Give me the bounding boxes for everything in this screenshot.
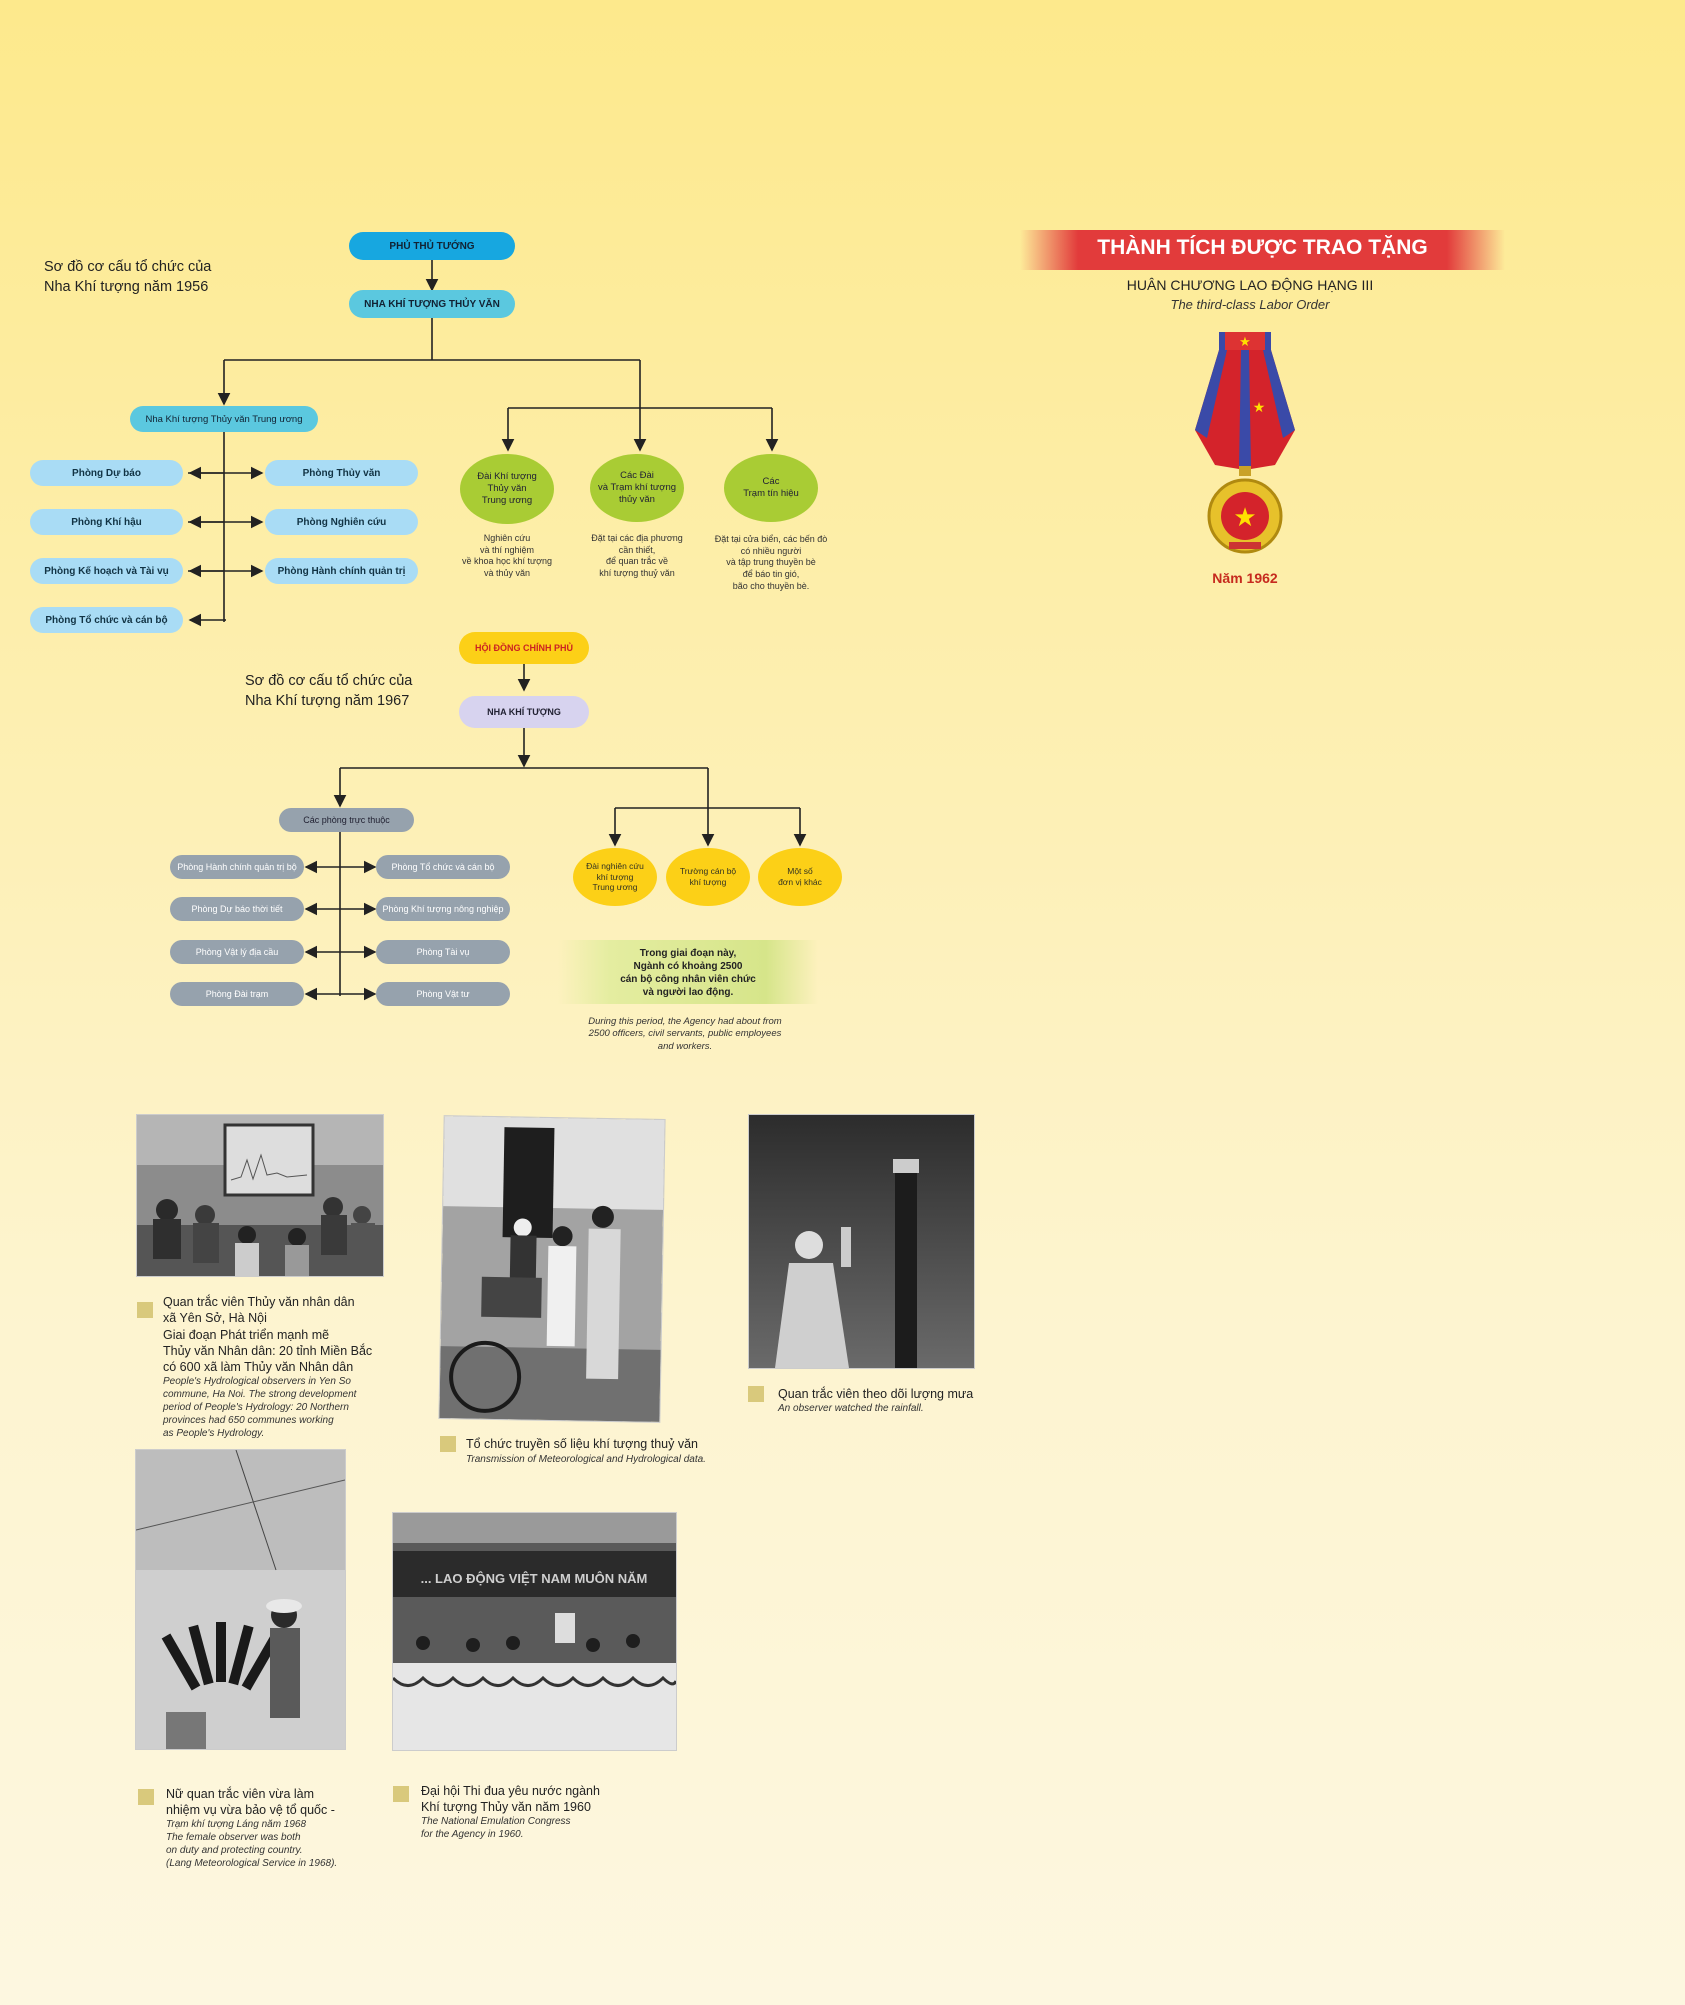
photo-female-observer [136, 1450, 345, 1749]
photo-data-transmission [439, 1116, 665, 1422]
note-background [558, 940, 818, 1004]
office-1967-left-1: Phòng Dự báo thời tiết [170, 897, 304, 921]
unit-1956-0: Đài Khí tượng Thủy văn Trung ương [460, 454, 554, 524]
svg-text:★: ★ [1239, 335, 1251, 350]
caption-marker [137, 1302, 153, 1318]
photo-1-caption-en: People's Hydrological observers in Yen S… [163, 1376, 357, 1439]
office-1956-left-3: Phòng Tổ chức và cán bộ [30, 607, 183, 633]
node-nha-khi-tuong-thuy-van: NHA KHÍ TƯỢNG THỦY VĂN [349, 290, 515, 318]
unit-1956-0-desc: Nghiên cứu và thí nghiệm về khoa học khí… [462, 533, 552, 579]
svg-text:★: ★ [1253, 400, 1266, 416]
office-1967-left-3: Phòng Đài trạm [170, 982, 304, 1006]
office-1967-left-2: Phòng Vật lý địa cầu [170, 940, 304, 964]
unit-1956-1: Các Đài và Trạm khí tượng thủy văn [590, 454, 684, 522]
office-1967-right-2: Phòng Tài vụ [376, 940, 510, 964]
node-central: Nha Khí tượng Thủy văn Trung ương [130, 406, 318, 432]
award-banner [1020, 230, 1505, 270]
chart-1967-title: Sơ đồ cơ cấu tổ chức của Nha Khí tượng n… [245, 673, 413, 709]
medal-icon: ★ ★ ★ [1195, 332, 1295, 554]
node-nha-khi-tuong: NHA KHÍ TƯỢNG [459, 696, 589, 728]
caption-marker [748, 1386, 764, 1402]
caption-marker [393, 1786, 409, 1802]
office-1967-right-1: Phòng Khí tượng nông nghiệp [376, 897, 510, 921]
office-1956-right-2: Phòng Hành chính quản trị [265, 558, 418, 584]
photo-emulation-congress: ... LAO ĐỘNG VIỆT NAM MUÔN NĂM [393, 1513, 676, 1750]
unit-1956-2: Các Trạm tín hiệu [724, 454, 818, 522]
photo-4-caption-en: Trạm khí tượng Láng năm 1968 The female … [166, 1819, 338, 1869]
node-cac-phong-truc-thuoc: Các phòng trực thuộc [279, 808, 414, 832]
caption-marker [138, 1789, 154, 1805]
office-1956-right-0: Phòng Thủy văn [265, 460, 418, 486]
node-phu-thu-tuong: PHỦ THỦ TƯỚNG [349, 232, 515, 260]
photo-3-caption-vi: Quan trắc viên theo dõi lượng mưa [778, 1387, 974, 1401]
svg-text:★: ★ [1233, 503, 1256, 533]
photo-4-caption-vi: Nữ quan trắc viên vừa làm nhiệm vụ vừa b… [166, 1787, 335, 1818]
unit-1956-2-desc: Đặt tại cửa biển, các bến đò có nhiều ng… [714, 534, 828, 591]
office-1967-left-0: Phòng Hành chính quản trị bộ [170, 855, 304, 879]
photo-5-caption-vi: Đại hội Thi đua yêu nước ngành Khí tượng… [421, 1784, 600, 1815]
award-name-vi: HUÂN CHƯƠNG LAO ĐỘNG HẠNG III [1126, 277, 1374, 293]
photo-2-caption-en: Transmission of Meteorological and Hydro… [466, 1454, 706, 1465]
unit-1956-1-desc: Đặt tại các địa phương cần thiết, để qua… [591, 533, 683, 579]
photo-rainfall-observer [749, 1115, 974, 1368]
unit-1967-1: Trường cán bộ khí tượng [666, 848, 750, 906]
office-1956-left-1: Phòng Khí hậu [30, 509, 183, 535]
photo-5-caption-en: The National Emulation Congress for the … [421, 1816, 571, 1840]
caption-marker [440, 1436, 456, 1452]
office-1956-right-1: Phòng Nghiên cứu [265, 509, 418, 535]
note-vi: Trong giai đoạn này, Ngành có khoảng 250… [620, 948, 756, 998]
office-1956-left-2: Phòng Kế hoạch và Tài vụ [30, 558, 183, 584]
note-en: During this period, the Agency had about… [588, 1016, 782, 1052]
award-year: Năm 1962 [1212, 570, 1278, 586]
photo-2-caption-vi: Tổ chức truyền số liệu khí tượng thuỷ vă… [466, 1437, 698, 1451]
office-1956-left-0: Phòng Dự báo [30, 460, 183, 486]
photo-1-caption-vi: Quan trắc viên Thủy văn nhân dân xã Yên … [163, 1295, 373, 1374]
award-name-en: The third-class Labor Order [1170, 297, 1330, 312]
award-heading: THÀNH TÍCH ĐƯỢC TRAO TẶNG [1097, 236, 1428, 259]
office-1967-right-0: Phòng Tổ chức và cán bộ [376, 855, 510, 879]
node-hoi-dong-chinh-phu: HỘI ĐỒNG CHÍNH PHỦ [459, 632, 589, 664]
unit-1967-0: Đài nghiên cứu khí tượng Trung ương [573, 848, 657, 906]
office-1967-right-3: Phòng Vật tư [376, 982, 510, 1006]
unit-1967-2: Một số đơn vị khác [758, 848, 842, 906]
photo-hydrology-class [137, 1115, 383, 1276]
banner-text: ... LAO ĐỘNG VIỆT NAM MUÔN NĂM [421, 1571, 648, 1586]
photo-3-caption-en: An observer watched the rainfall. [778, 1403, 924, 1414]
chart-1956-title: Sơ đồ cơ cấu tổ chức của Nha Khí tượng n… [44, 259, 212, 295]
